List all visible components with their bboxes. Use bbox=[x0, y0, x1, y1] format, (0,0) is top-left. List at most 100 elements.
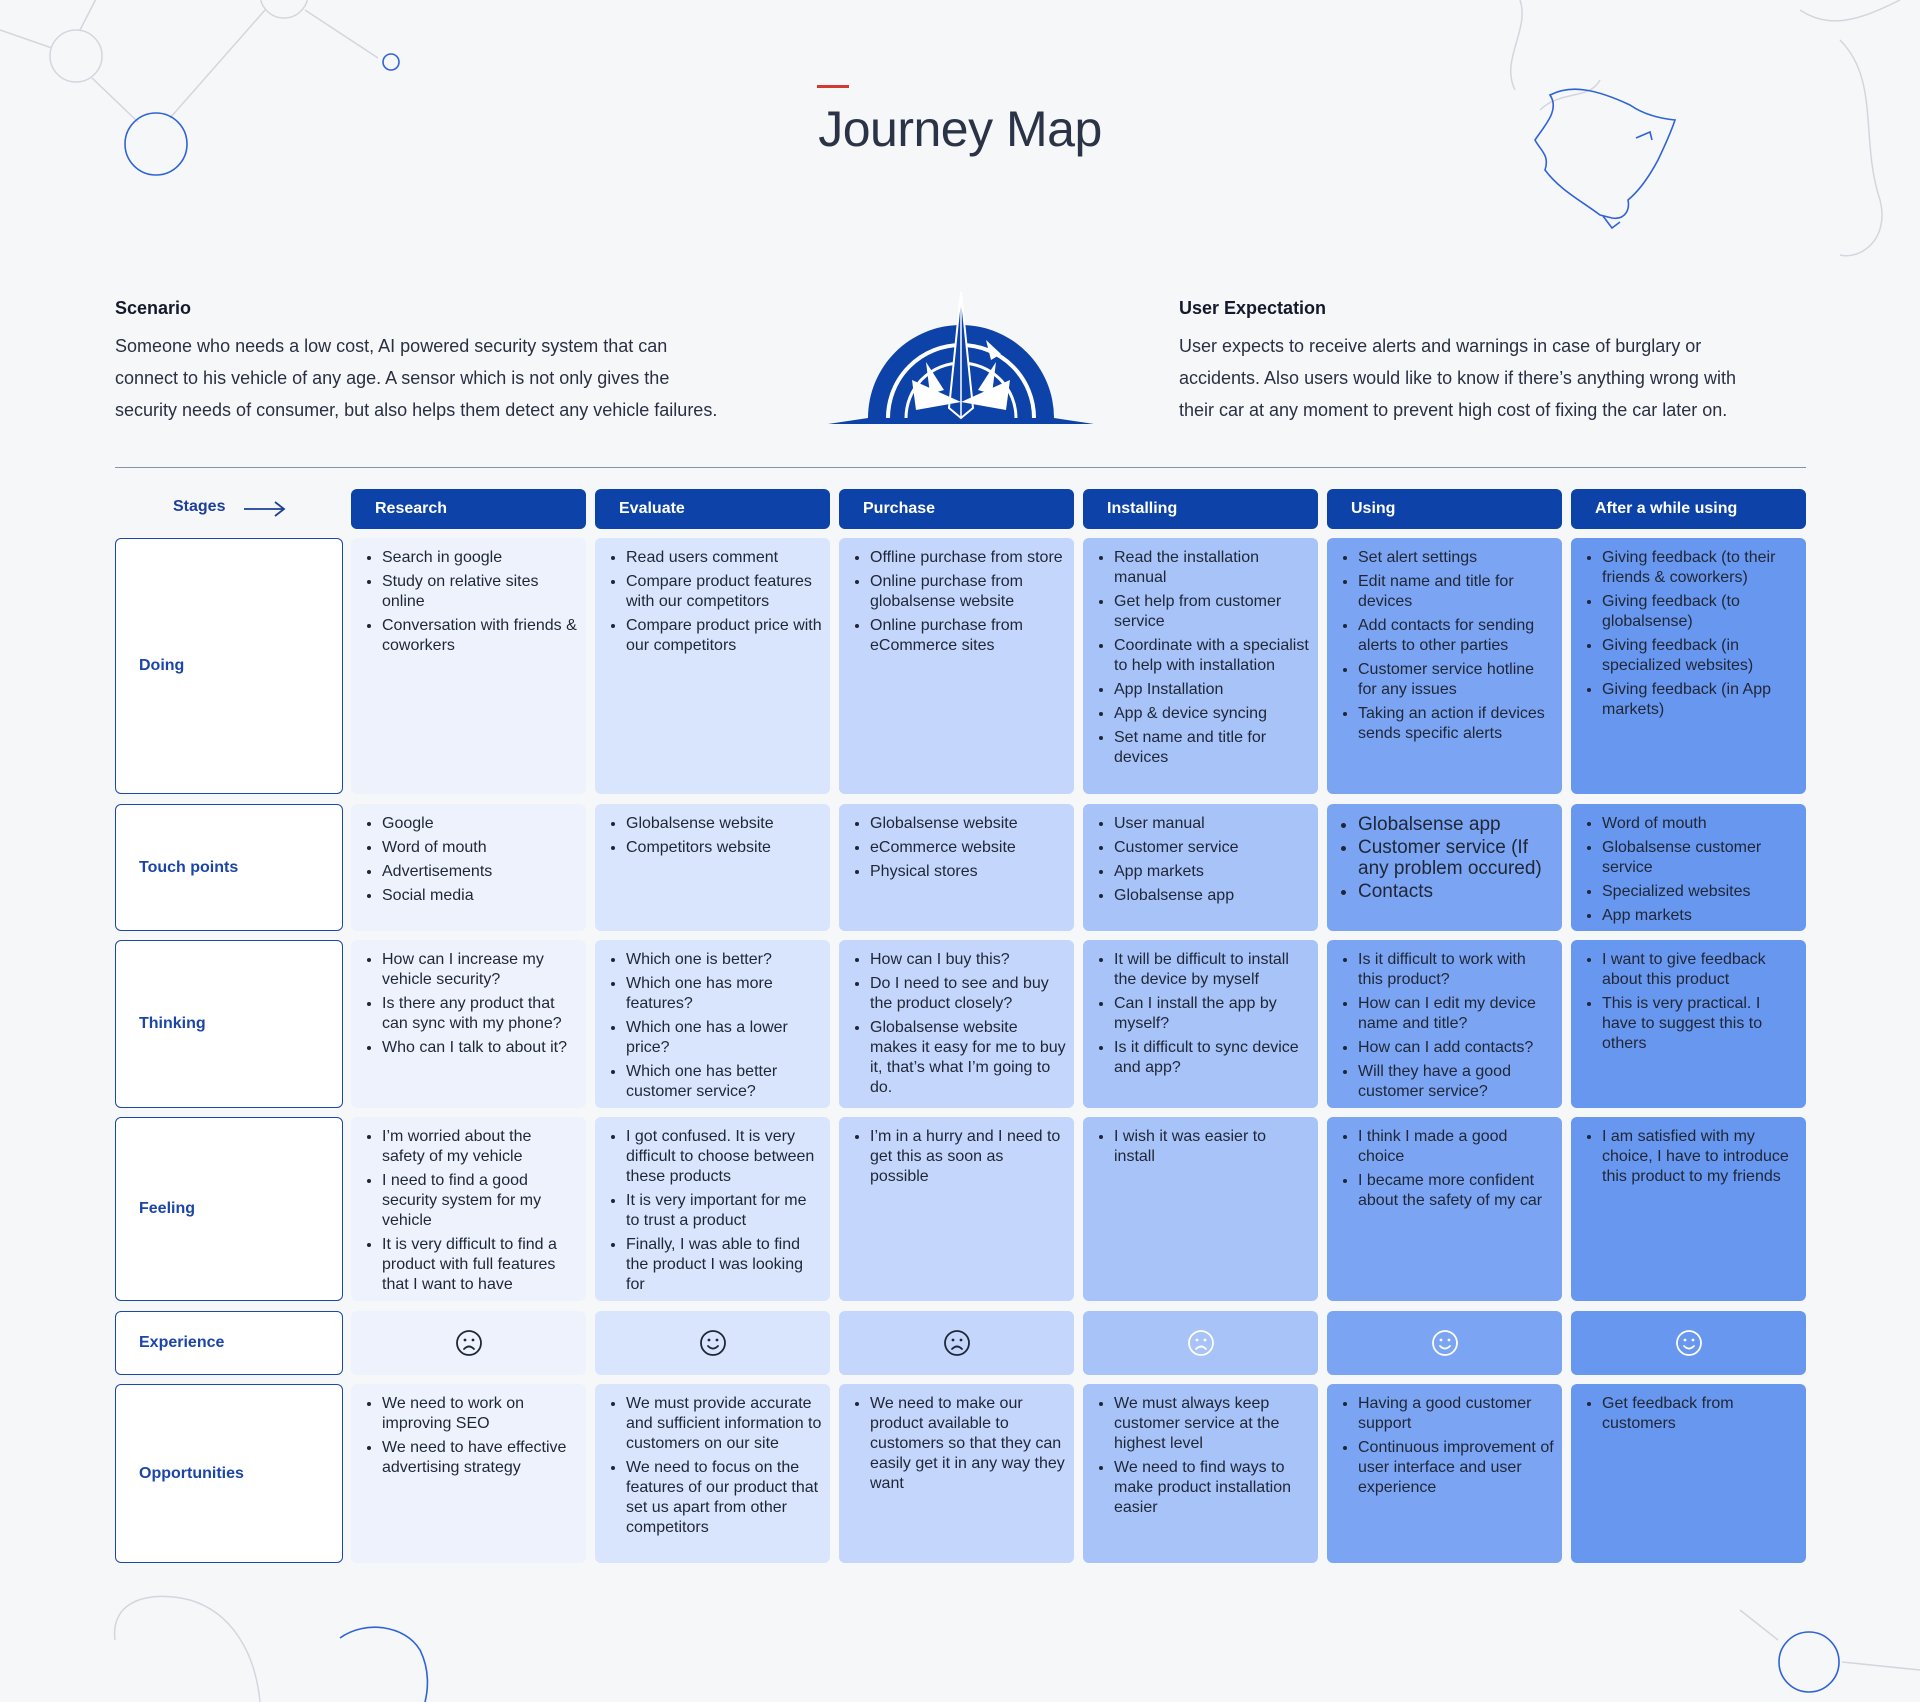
list-item: Globalsense website makes it easy for me… bbox=[870, 1018, 1066, 1098]
list-item: Compare product features with our compet… bbox=[626, 572, 822, 612]
list-item: Study on relative sites online bbox=[382, 572, 578, 612]
list-item: How can I buy this? bbox=[870, 950, 1066, 970]
thinking-cell-after-a-while-using: I want to give feedback about this produ… bbox=[1571, 940, 1806, 1108]
list-item: We need to find ways to make product ins… bbox=[1114, 1458, 1310, 1518]
touch-points-cell-evaluate: Globalsense websiteCompetitors website bbox=[595, 804, 830, 931]
list-item: Word of mouth bbox=[1602, 814, 1798, 834]
arrow-right-icon bbox=[244, 501, 286, 517]
feeling-cell-after-a-while-using: I am satisfied with my choice, I have to… bbox=[1571, 1117, 1806, 1301]
list-item: Which one has a lower price? bbox=[626, 1018, 822, 1058]
list-item: Word of mouth bbox=[382, 838, 578, 858]
sad-face-icon bbox=[1083, 1311, 1318, 1375]
touch-points-cell-installing: User manualCustomer serviceApp marketsGl… bbox=[1083, 804, 1318, 931]
list-item: I became more confident about the safety… bbox=[1358, 1171, 1554, 1211]
experience-cell-installing bbox=[1083, 1311, 1318, 1375]
sad-face-icon bbox=[839, 1311, 1074, 1375]
list-item: Is it difficult to work with this produc… bbox=[1358, 950, 1554, 990]
touch-points-cell-research: GoogleWord of mouthAdvertisementsSocial … bbox=[351, 804, 586, 931]
list-item: Giving feedback (in specialized websites… bbox=[1602, 636, 1798, 676]
thinking-cell-installing: It will be difficult to install the devi… bbox=[1083, 940, 1318, 1108]
list-item: App markets bbox=[1114, 862, 1310, 882]
feeling-cell-purchase: I’m in a hurry and I need to get this as… bbox=[839, 1117, 1074, 1301]
list-item: Specialized websites bbox=[1602, 882, 1798, 902]
feeling-cell-using: I think I made a good choiceI became mor… bbox=[1327, 1117, 1562, 1301]
list-item: It is very important for me to trust a p… bbox=[626, 1191, 822, 1231]
opportunities-cell-research: We need to work on improving SEOWe need … bbox=[351, 1384, 586, 1563]
list-item: Physical stores bbox=[870, 862, 1066, 882]
list-item: How can I edit my device name and title? bbox=[1358, 994, 1554, 1034]
experience-cell-research bbox=[351, 1311, 586, 1375]
list-item: Customer service bbox=[1114, 838, 1310, 858]
list-item: Globalsense app bbox=[1358, 814, 1554, 835]
happy-face-icon bbox=[1327, 1311, 1562, 1375]
list-item: I’m worried about the safety of my vehic… bbox=[382, 1127, 578, 1167]
list-item: Which one has more features? bbox=[626, 974, 822, 1014]
thinking-cell-purchase: How can I buy this?Do I need to see and … bbox=[839, 940, 1074, 1108]
thinking-cell-research: How can I increase my vehicle security?I… bbox=[351, 940, 586, 1108]
list-item: It is very difficult to find a product w… bbox=[382, 1235, 578, 1295]
list-item: Get feedback from customers bbox=[1602, 1394, 1798, 1434]
stage-header-purchase: Purchase bbox=[839, 489, 1074, 529]
feeling-cell-installing: I wish it was easier to install bbox=[1083, 1117, 1318, 1301]
list-item: Taking an action if devices sends specif… bbox=[1358, 704, 1554, 744]
list-item: We need to work on improving SEO bbox=[382, 1394, 578, 1434]
list-item: Giving feedback (to globalsense) bbox=[1602, 592, 1798, 632]
list-item: I want to give feedback about this produ… bbox=[1602, 950, 1798, 990]
stage-header-after-a-while-using: After a while using bbox=[1571, 489, 1806, 529]
list-item: Coordinate with a specialist to help wit… bbox=[1114, 636, 1310, 676]
list-item: I think I made a good choice bbox=[1358, 1127, 1554, 1167]
doing-cell-evaluate: Read users commentCompare product featur… bbox=[595, 538, 830, 794]
list-item: Which one has better customer service? bbox=[626, 1062, 822, 1102]
stage-header-research: Research bbox=[351, 489, 586, 529]
list-item: Having a good customer support bbox=[1358, 1394, 1554, 1434]
doing-cell-research: Search in googleStudy on relative sites … bbox=[351, 538, 586, 794]
list-item: We need to focus on the features of our … bbox=[626, 1458, 822, 1538]
list-item: Online purchase from globalsense website bbox=[870, 572, 1066, 612]
list-item: I got confused. It is very difficult to … bbox=[626, 1127, 822, 1187]
stages-label: Stages bbox=[173, 498, 226, 515]
list-item: Get help from customer service bbox=[1114, 592, 1310, 632]
expectation-heading: User Expectation bbox=[1179, 298, 1327, 318]
list-item: Giving feedback (to their friends & cowo… bbox=[1602, 548, 1798, 588]
list-item: Contacts bbox=[1358, 881, 1554, 902]
list-item: Globalsense app bbox=[1114, 886, 1310, 906]
row-label-thinking: Thinking bbox=[115, 940, 343, 1108]
doing-cell-using: Set alert settingsEdit name and title fo… bbox=[1327, 538, 1562, 794]
stage-header-using: Using bbox=[1327, 489, 1562, 529]
title-accent-bar bbox=[817, 85, 849, 88]
opportunities-cell-using: Having a good customer supportContinuous… bbox=[1327, 1384, 1562, 1563]
row-label-opportunities: Opportunities bbox=[115, 1384, 343, 1563]
list-item: Who can I talk to about it? bbox=[382, 1038, 578, 1058]
feeling-cell-research: I’m worried about the safety of my vehic… bbox=[351, 1117, 586, 1301]
list-item: Conversation with friends & coworkers bbox=[382, 616, 578, 656]
touch-points-cell-using: Globalsense appCustomer service (If any … bbox=[1327, 804, 1562, 931]
list-item: Continuous improvement of user interface… bbox=[1358, 1438, 1554, 1498]
list-item: Which one is better? bbox=[626, 950, 822, 970]
list-item: Giving feedback (in App markets) bbox=[1602, 680, 1798, 720]
feeling-cell-evaluate: I got confused. It is very difficult to … bbox=[595, 1117, 830, 1301]
experience-cell-evaluate bbox=[595, 1311, 830, 1375]
list-item: Compare product price with our competito… bbox=[626, 616, 822, 656]
list-item: How can I add contacts? bbox=[1358, 1038, 1554, 1058]
opportunities-cell-purchase: We need to make our product available to… bbox=[839, 1384, 1074, 1563]
list-item: I wish it was easier to install bbox=[1114, 1127, 1310, 1167]
list-item: Globalsense website bbox=[870, 814, 1066, 834]
list-item: Globalsense customer service bbox=[1602, 838, 1798, 878]
list-item: How can I increase my vehicle security? bbox=[382, 950, 578, 990]
happy-face-icon bbox=[595, 1311, 830, 1375]
doing-cell-installing: Read the installation manualGet help fro… bbox=[1083, 538, 1318, 794]
list-item: App & device syncing bbox=[1114, 704, 1310, 724]
scenario-text: Someone who needs a low cost, AI powered… bbox=[115, 336, 718, 420]
expectation-text: User expects to receive alerts and warni… bbox=[1179, 336, 1736, 420]
list-item: Online purchase from eCommerce sites bbox=[870, 616, 1066, 656]
list-item: Competitors website bbox=[626, 838, 822, 858]
list-item: Finally, I was able to find the product … bbox=[626, 1235, 822, 1295]
list-item: We need to have effective advertising st… bbox=[382, 1438, 578, 1478]
list-item: Will they have a good customer service? bbox=[1358, 1062, 1554, 1102]
list-item: App Installation bbox=[1114, 680, 1310, 700]
row-label-doing: Doing bbox=[115, 538, 343, 794]
list-item: It will be difficult to install the devi… bbox=[1114, 950, 1310, 990]
section-divider bbox=[115, 467, 1806, 468]
list-item: User manual bbox=[1114, 814, 1310, 834]
